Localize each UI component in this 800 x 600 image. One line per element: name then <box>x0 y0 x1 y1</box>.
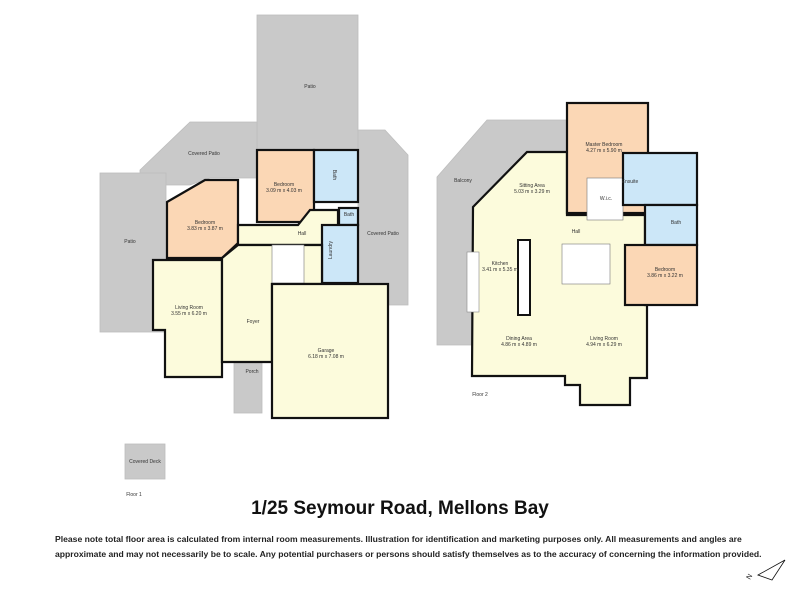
size-sitting-area: 5.03 m x 3.29 m <box>514 189 550 195</box>
room-bedroom-2 <box>623 243 699 307</box>
label-porch: Porch <box>245 369 258 375</box>
north-arrow-icon: N <box>746 559 786 581</box>
size-living-room-2: 4.94 m x 6.29 m <box>586 342 622 348</box>
label-balcony: Balcony <box>454 178 472 184</box>
north-label: N <box>746 573 755 581</box>
room-bedroom-top <box>255 148 316 224</box>
kitchen-island <box>517 239 531 316</box>
label-kitchen: Kitchen <box>492 261 509 267</box>
label-bedroom-left: Bedroom <box>195 220 215 226</box>
label-garage: Garage <box>318 348 335 354</box>
room-wic <box>586 177 624 221</box>
label-covered-patio-left: Covered Patio <box>188 151 220 157</box>
label-foyer: Foyer <box>247 319 260 325</box>
size-living-room-1: 3.55 m x 6.20 m <box>171 311 207 317</box>
room-garage <box>270 282 390 420</box>
floor-1-plan <box>99 14 409 480</box>
room-ensuite <box>621 151 699 207</box>
kitchen-bench <box>466 251 480 313</box>
label-patio-top: Patio <box>304 84 316 90</box>
label-patio-left: Patio <box>124 239 136 245</box>
label-wic: W.i.c. <box>600 196 612 202</box>
size-kitchen: 3.41 m x 5.35 m <box>482 267 518 273</box>
label-bath: Bath <box>331 170 337 181</box>
size-bedroom-left: 3.83 m x 3.87 m <box>187 226 223 232</box>
room-living-room-1 <box>151 258 224 379</box>
label-bath-2: Bath <box>671 220 682 226</box>
size-bedroom-top: 3.09 m x 4.03 m <box>266 188 302 194</box>
label-floor-2: Floor 2 <box>472 392 488 398</box>
room-bath <box>312 148 360 204</box>
label-master-bedroom: Master Bedroom <box>586 142 623 148</box>
label-dining-area: Dining Area <box>506 336 532 342</box>
label-living-room-1: Living Room <box>175 305 203 311</box>
floor-2-plan <box>436 101 699 407</box>
label-covered-deck: Covered Deck <box>129 459 161 465</box>
stairs <box>271 244 305 284</box>
room-bedroom-left <box>165 178 240 260</box>
label-hall-2: Hall <box>572 229 581 235</box>
size-garage: 6.18 m x 7.08 m <box>308 354 344 360</box>
stairs-2 <box>561 243 611 285</box>
label-covered-patio-right: Covered Patio <box>367 231 399 237</box>
property-title: 1/25 Seymour Road, Mellons Bay <box>251 498 549 519</box>
label-living-room-2: Living Room <box>590 336 618 342</box>
label-bath-small: Bath <box>344 212 355 218</box>
size-dining-area: 4.86 m x 4.89 m <box>501 342 537 348</box>
label-bedroom-top: Bedroom <box>274 182 294 188</box>
label-sitting-area: Sitting Area <box>519 183 545 189</box>
room-bath-2 <box>643 203 699 247</box>
room-covered-deck <box>124 443 166 480</box>
room-covered-patio-right <box>357 129 409 306</box>
room-patio-top <box>256 14 359 151</box>
size-bedroom-2: 3.86 m x 3.22 m <box>647 273 683 279</box>
size-master-bedroom: 4.27 m x 5.90 m <box>586 148 622 154</box>
label-hall: Hall <box>298 231 307 237</box>
label-ensuite: Ensuite <box>622 179 639 185</box>
label-floor-1: Floor 1 <box>126 492 142 498</box>
disclaimer-text: Please note total floor area is calculat… <box>55 534 762 559</box>
label-laundry: Laundry <box>328 240 334 259</box>
label-bedroom-2: Bedroom <box>655 267 675 273</box>
